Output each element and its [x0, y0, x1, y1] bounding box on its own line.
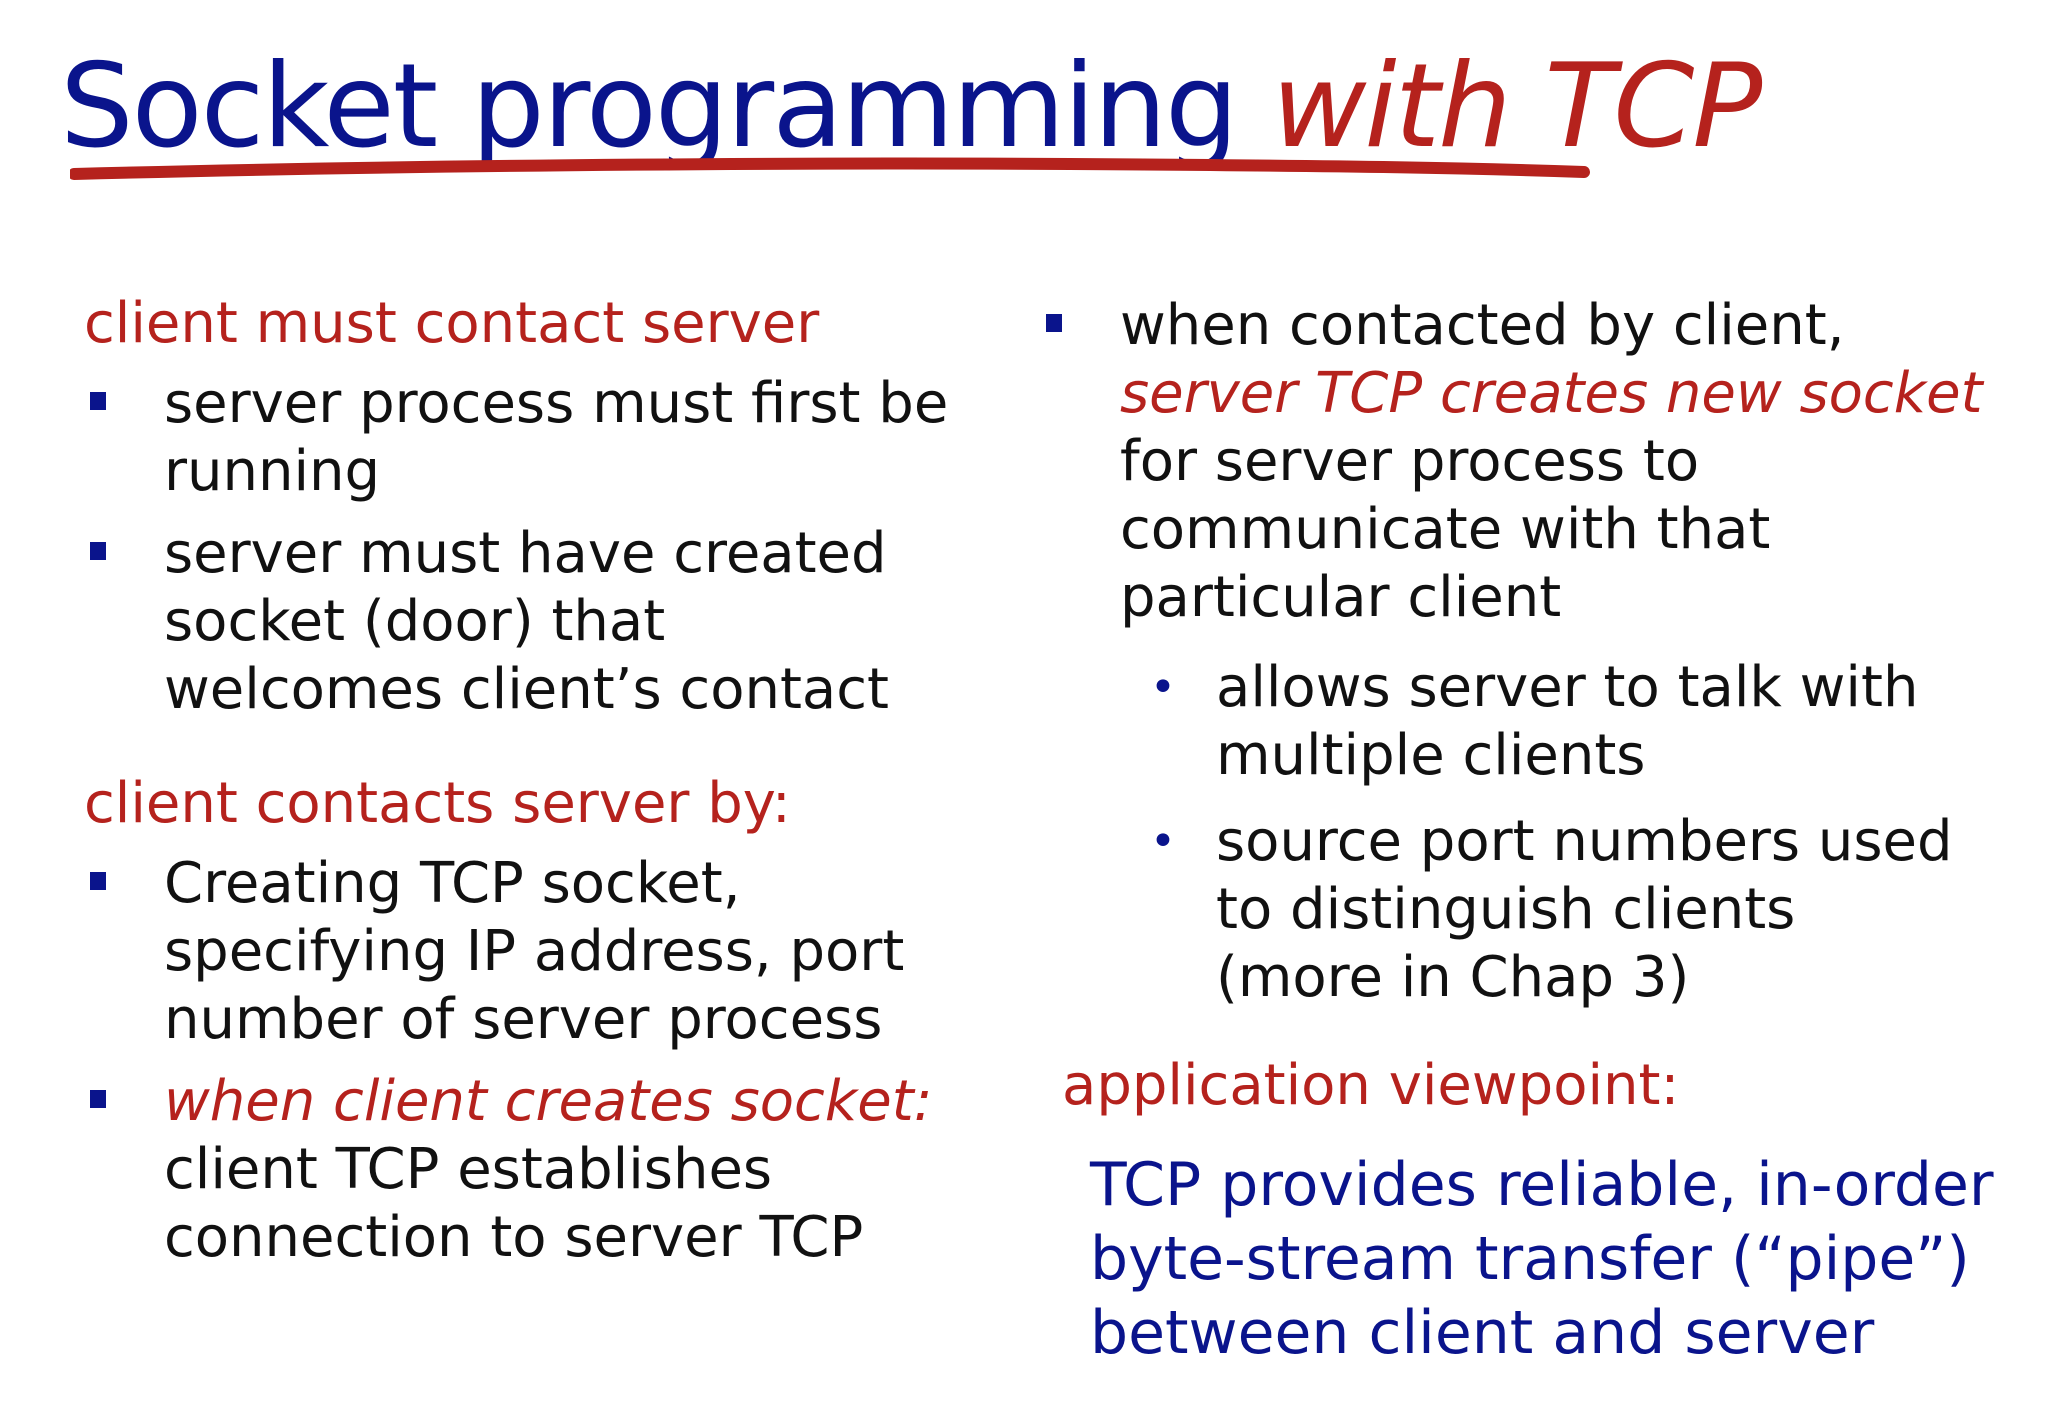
item-line: client TCP establishes — [164, 1137, 773, 1202]
item-line: to distinguish clients — [1216, 877, 1796, 942]
item-accent-line: server TCP creates new socket — [1120, 361, 1983, 426]
item-accent-line: when client creates socket: — [164, 1069, 933, 1134]
square-bullet-icon — [90, 1090, 106, 1108]
item-line: for server process to — [1120, 429, 1700, 494]
item-line: welcomes client’s contact — [164, 657, 889, 722]
square-bullet-icon — [90, 542, 106, 560]
item-line: allows server to talk with — [1216, 655, 1919, 720]
viewpoint-line: byte-stream transfer (“pipe”) — [1090, 1224, 1970, 1294]
sub-list-item: • source port numbers used to distinguis… — [1040, 808, 2030, 1012]
square-bullet-icon — [1046, 314, 1062, 332]
square-bullet-icon — [90, 872, 106, 890]
item-line: multiple clients — [1216, 723, 1646, 788]
slide-title: Socket programming with TCP — [60, 39, 1763, 174]
heading-client-must-contact: client must contact server — [84, 291, 820, 356]
left-list-1: server process must first be running ser… — [84, 370, 984, 724]
list-item: Creating TCP socket, specifying IP addre… — [84, 850, 984, 1054]
title-accent-text: with TCP — [1271, 39, 1763, 174]
viewpoint-line: TCP provides reliable, in-order — [1090, 1150, 1994, 1220]
round-bullet-icon: • — [1150, 662, 1176, 713]
item-line: source port numbers used — [1216, 809, 1953, 874]
right-column: when contacted by client, server TCP cre… — [1040, 292, 2030, 1030]
right-list: when contacted by client, server TCP cre… — [1040, 292, 2030, 632]
item-line: number of server process — [164, 987, 883, 1052]
title-main-text: Socket programming — [60, 39, 1272, 174]
item-line: server process must first be — [164, 371, 949, 436]
item-line: socket (door) that — [164, 589, 666, 654]
sub-list-item: • allows server to talk with multiple cl… — [1040, 654, 2030, 790]
item-line: specifying IP address, port — [164, 919, 905, 984]
item-line: running — [164, 439, 381, 504]
title-underline — [70, 157, 1590, 180]
item-line: when contacted by client, — [1120, 293, 1845, 358]
right-sub-list: • allows server to talk with multiple cl… — [1040, 654, 2030, 1012]
heading-application-viewpoint: application viewpoint: — [1062, 1053, 1680, 1118]
item-line: communicate with that — [1120, 497, 1771, 562]
item-line: connection to server TCP — [164, 1205, 864, 1270]
list-item: server process must first be running — [84, 370, 984, 506]
heading-client-contacts-server: client contacts server by: — [84, 771, 791, 836]
item-line: (more in Chap 3) — [1216, 945, 1690, 1010]
list-item: when contacted by client, server TCP cre… — [1040, 292, 2030, 632]
left-list-2: Creating TCP socket, specifying IP addre… — [84, 850, 984, 1272]
item-line: Creating TCP socket, — [164, 851, 741, 916]
item-line: server must have created — [164, 521, 887, 586]
square-bullet-icon — [90, 392, 106, 410]
viewpoint-body: TCP provides reliable, in-order byte-str… — [1090, 1148, 1994, 1370]
list-item: server must have created socket (door) t… — [84, 520, 984, 724]
left-column: client must contact server server proces… — [84, 290, 984, 1286]
item-line: particular client — [1120, 565, 1562, 630]
round-bullet-icon: • — [1150, 816, 1176, 867]
list-item: when client creates socket: client TCP e… — [84, 1068, 984, 1272]
viewpoint-line: between client and server — [1090, 1298, 1875, 1368]
